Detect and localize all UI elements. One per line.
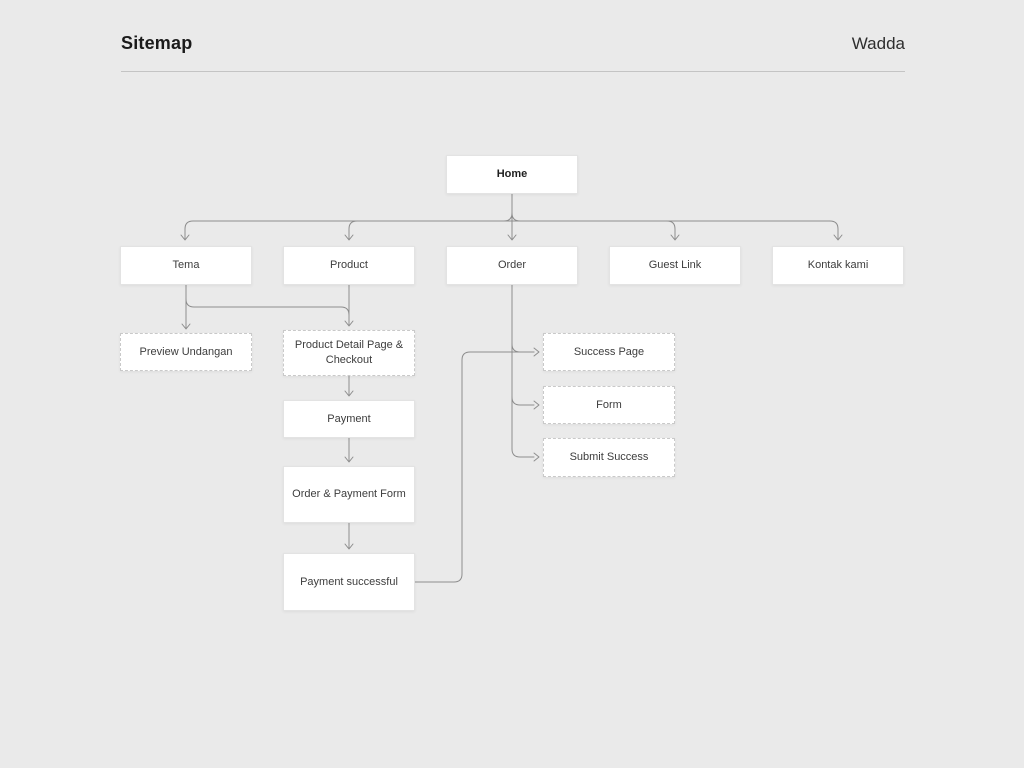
page-header: Sitemap Wadda (121, 0, 905, 72)
node-payment[interactable]: Payment (283, 400, 415, 438)
brand-name: Wadda (851, 34, 905, 53)
node-preview-undangan[interactable]: Preview Undangan (120, 333, 252, 371)
node-guest-link[interactable]: Guest Link (609, 246, 741, 285)
node-product-detail-checkout-label: Product Detail Page & Checkout (294, 339, 404, 366)
node-home-label: Home (496, 168, 528, 180)
node-product[interactable]: Product (283, 246, 415, 285)
node-payment-successful[interactable]: Payment successful (283, 553, 415, 611)
node-kontak-kami-label: Kontak kami (807, 259, 869, 271)
node-form-label: Form (596, 398, 622, 411)
node-tema-label: Tema (172, 259, 200, 271)
node-submit-success-label: Submit Success (569, 451, 649, 463)
node-preview-undangan-label: Preview Undangan (139, 345, 233, 358)
header-divider (121, 71, 905, 72)
node-home[interactable]: Home (446, 155, 578, 194)
page-title: Sitemap (121, 33, 193, 53)
node-success-page-label: Success Page (573, 345, 645, 358)
node-submit-success[interactable]: Submit Success (543, 438, 675, 477)
node-product-label: Product (330, 259, 368, 271)
node-order-payment-form-label: Order & Payment Form (292, 488, 406, 500)
node-guest-link-label: Guest Link (648, 259, 702, 271)
node-product-detail-checkout[interactable]: Product Detail Page & Checkout (283, 330, 415, 376)
node-order-label: Order (497, 259, 527, 271)
node-tema[interactable]: Tema (120, 246, 252, 285)
node-payment-successful-label: Payment successful (300, 575, 398, 588)
node-kontak-kami[interactable]: Kontak kami (772, 246, 904, 285)
node-form[interactable]: Form (543, 386, 675, 424)
node-order[interactable]: Order (446, 246, 578, 285)
node-payment-label: Payment (327, 412, 371, 425)
node-success-page[interactable]: Success Page (543, 333, 675, 371)
node-order-payment-form[interactable]: Order & Payment Form (283, 466, 415, 523)
